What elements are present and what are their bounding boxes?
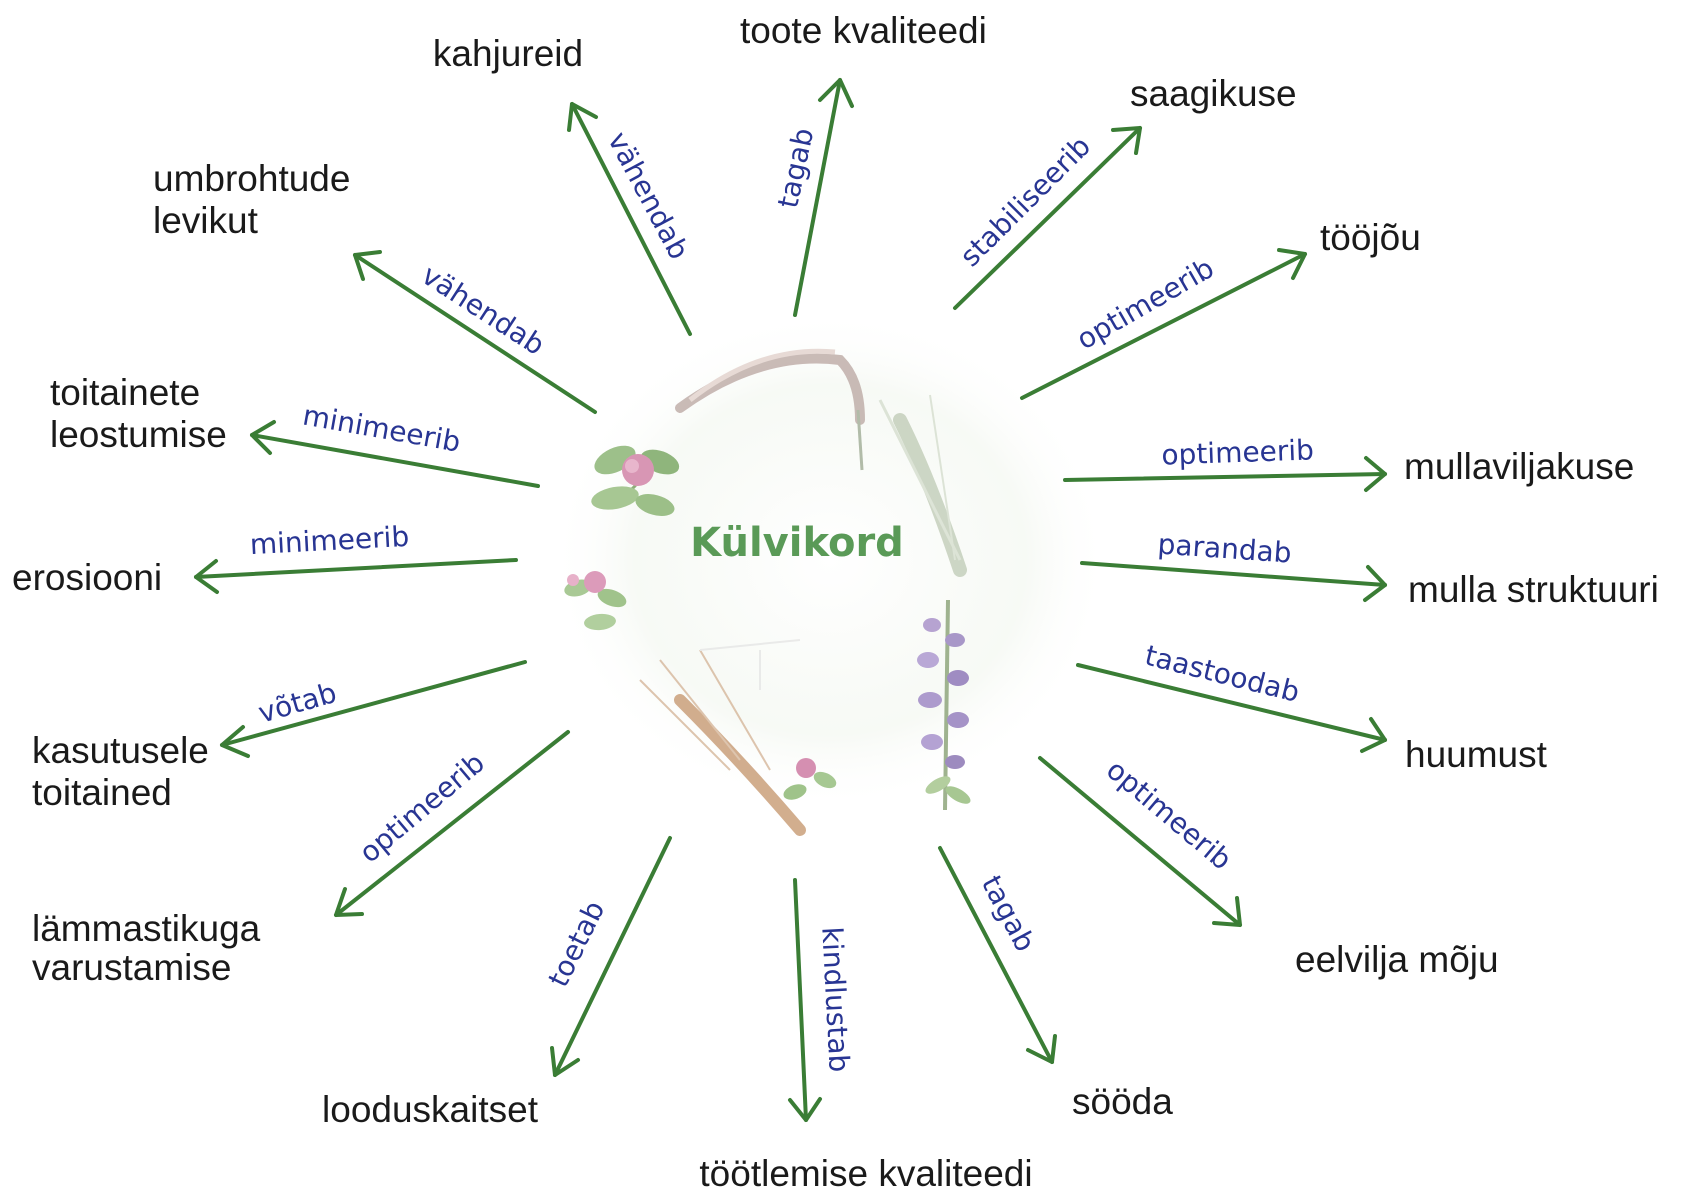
relation-erosiooni: minimeerib erosiooni xyxy=(12,520,516,598)
relation-target-line2: leostumise xyxy=(50,414,227,455)
relation-verb: minimeerib xyxy=(249,520,410,561)
relation-verb: optimeerib xyxy=(1100,753,1238,876)
relation-verb: tagab xyxy=(975,870,1042,957)
relation-huumust: taastoodab huumust xyxy=(1078,639,1548,775)
relation-verb: optimeerib xyxy=(1161,433,1315,471)
relation-target: sööda xyxy=(1072,1081,1173,1122)
relation-target: mullaviljakuse xyxy=(1404,446,1634,487)
relation-sooda: tagab sööda xyxy=(940,848,1173,1122)
relation-toitainete-leostumise: minimeerib toitainete leostumise xyxy=(50,372,538,486)
relation-verb: võtab xyxy=(255,676,341,730)
relation-target: lämmastikuga xyxy=(32,908,261,949)
arrow-line xyxy=(355,255,595,412)
relation-target: kasutusele xyxy=(32,730,209,771)
relation-verb: optimeerib xyxy=(1071,251,1220,356)
relation-mulla-struktuuri: parandab mulla struktuuri xyxy=(1082,527,1659,610)
relation-target: tööjõu xyxy=(1320,217,1421,258)
relation-target: töötlemise kvaliteedi xyxy=(699,1153,1032,1188)
relation-target: saagikuse xyxy=(1130,73,1297,114)
relation-verb: parandab xyxy=(1157,527,1293,569)
relation-mullaviljakuse: optimeerib mullaviljakuse xyxy=(1065,433,1634,490)
relation-saagikuse: stabiliseerib saagikuse xyxy=(954,73,1297,308)
relation-looduskaitset: toetab looduskaitset xyxy=(322,838,670,1130)
relation-target: toote kvaliteedi xyxy=(740,10,987,51)
relation-verb: tagab xyxy=(771,125,820,211)
relation-toote-kvaliteedi: tagab toote kvaliteedi xyxy=(740,10,987,315)
relation-target: kahjureid xyxy=(433,33,583,74)
arrow-line xyxy=(196,560,516,577)
relation-eelvilja-moju: optimeerib eelvilja mõju xyxy=(1040,753,1499,980)
relation-target: toitainete xyxy=(50,372,200,413)
relation-target-line2: varustamise xyxy=(32,947,231,988)
relation-target: eelvilja mõju xyxy=(1295,939,1499,980)
arrow-line xyxy=(795,880,806,1120)
arrow-line xyxy=(336,732,568,915)
relation-target: umbrohtude xyxy=(153,158,350,199)
arrow-line xyxy=(1082,563,1385,585)
relation-umbrohtude-levikut: vähendab umbrohtude levikut xyxy=(153,158,595,412)
relation-target: erosiooni xyxy=(12,557,162,598)
relation-target: mulla struktuuri xyxy=(1408,569,1659,610)
relation-target: huumust xyxy=(1405,734,1548,775)
center-title: Külvikord xyxy=(690,520,904,566)
arrow-line xyxy=(1065,474,1385,480)
relation-target: looduskaitset xyxy=(322,1089,539,1130)
relation-verb: stabiliseerib xyxy=(954,130,1098,274)
relation-target-line2: toitained xyxy=(32,772,172,813)
relation-verb: vähendab xyxy=(601,126,695,264)
center-plants-illustration xyxy=(550,310,1110,830)
relation-toojou: optimeerib tööjõu xyxy=(1022,217,1421,398)
relation-verb: kindlustab xyxy=(815,926,856,1073)
relation-target-line2: levikut xyxy=(153,200,259,241)
